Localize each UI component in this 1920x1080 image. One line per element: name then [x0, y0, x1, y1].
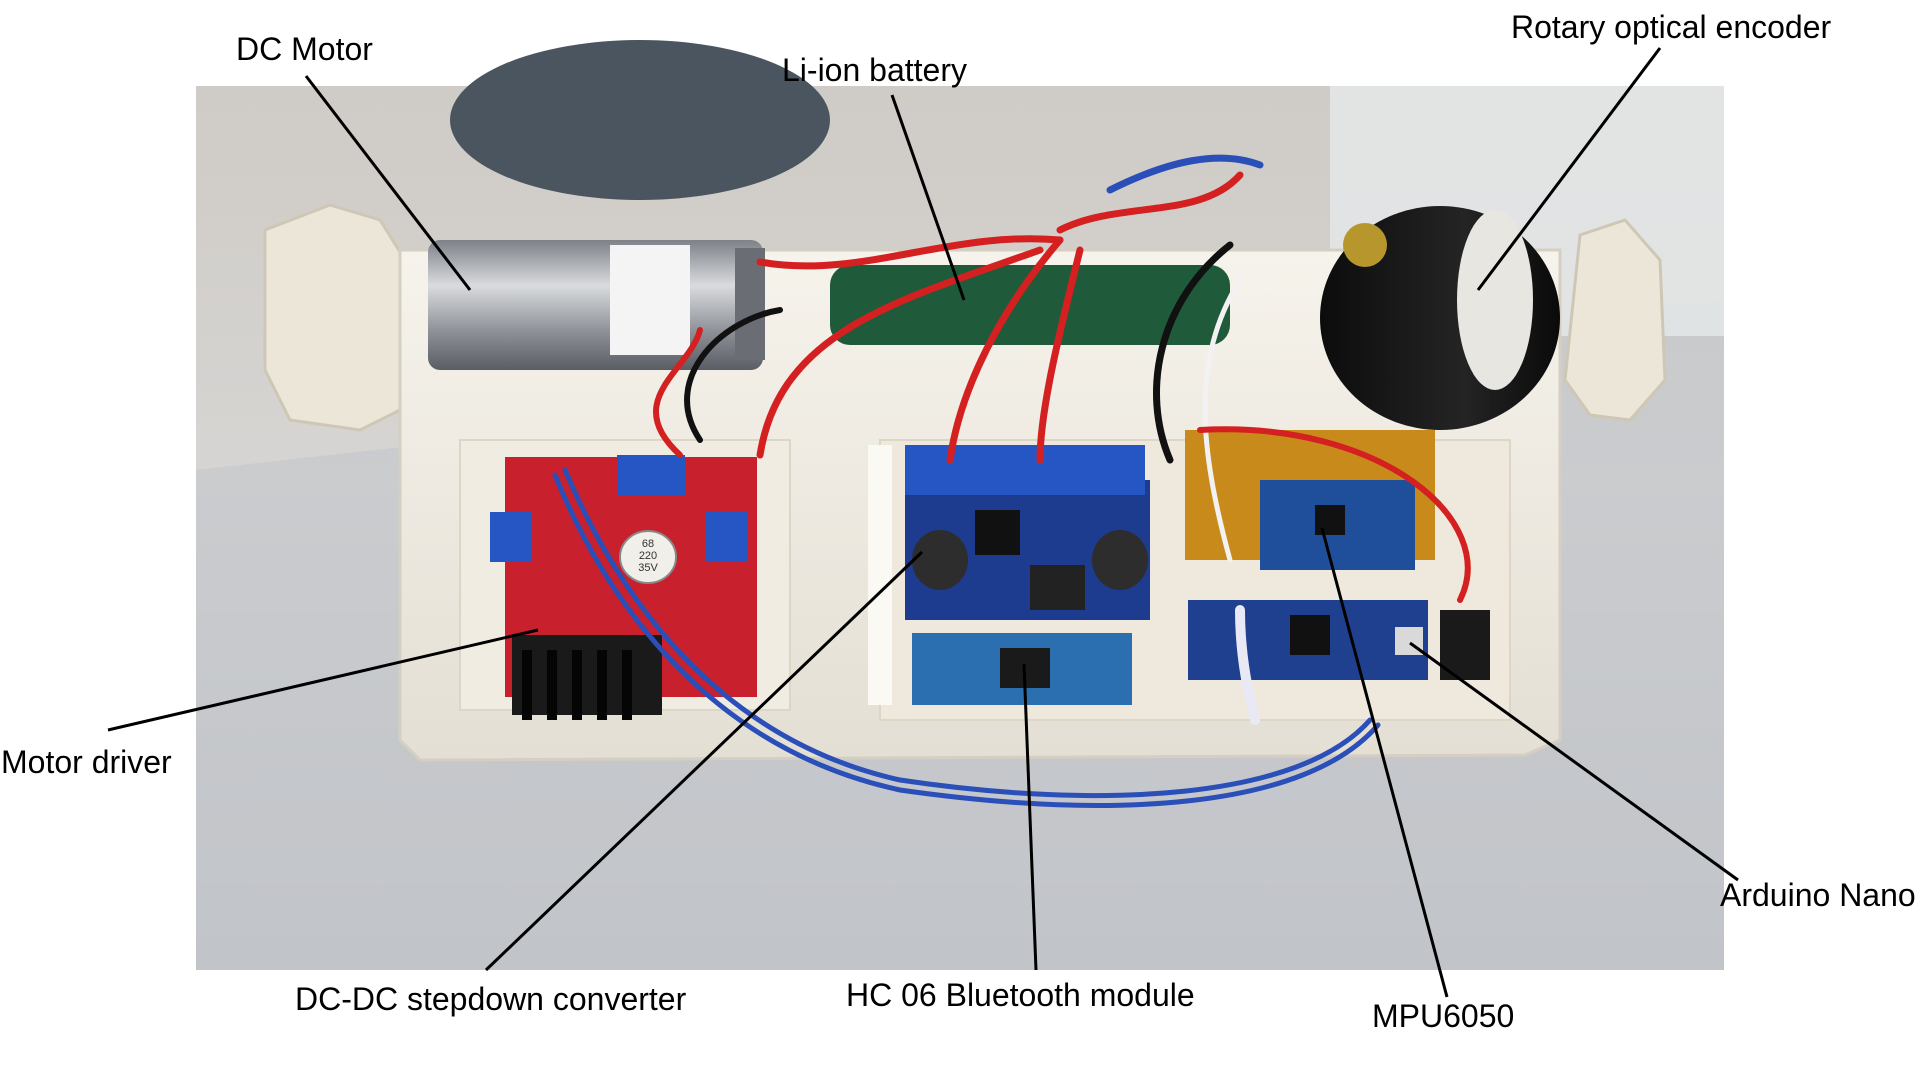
- terminal-block-top: [617, 455, 685, 495]
- leader-line-encoder: [1476, 47, 1662, 291]
- leader-line-mpu: [1320, 527, 1449, 998]
- dc-motor-body: [428, 240, 763, 370]
- encoder-face: [1457, 210, 1533, 390]
- label-dc-dc-stepdown-converter: DC-DC stepdown converter: [295, 981, 687, 1017]
- leader-line-battery: [890, 94, 966, 301]
- right-printed-mount: [1563, 218, 1667, 422]
- label-hc06-bluetooth-module: HC 06 Bluetooth module: [846, 977, 1195, 1013]
- power-switch: [1440, 610, 1490, 680]
- leader-line-bluetooth: [1022, 663, 1038, 971]
- enclosure-divider: [868, 445, 892, 705]
- terminal-block-left: [490, 512, 532, 562]
- stepdown-inductor: [1030, 565, 1085, 610]
- terminal-block-right: [705, 512, 747, 562]
- dc-motor-label: [610, 245, 690, 355]
- leader-line-stepdown: [484, 550, 924, 972]
- stepdown-capacitor-left: [912, 530, 968, 590]
- leader-line-motor-driver: [107, 628, 539, 732]
- dc-motor-cap: [735, 248, 765, 360]
- label-dc-motor: DC Motor: [236, 31, 373, 67]
- background-chair: [450, 40, 830, 200]
- leader-lines: [107, 47, 1739, 998]
- stepdown-capacitor-right: [1092, 530, 1148, 590]
- label-rotary-optical-encoder: Rotary optical encoder: [1511, 9, 1832, 45]
- li-ion-battery-pack: [830, 265, 1230, 345]
- label-li-ion-battery: Li-ion battery: [782, 52, 967, 88]
- leader-line-dc-motor: [304, 75, 472, 291]
- encoder-connector: [1343, 223, 1387, 267]
- left-printed-mount: [263, 203, 407, 432]
- capacitor-top: [619, 530, 677, 584]
- leader-line-nano: [1409, 641, 1739, 882]
- label-mpu6050: MPU6050: [1372, 998, 1515, 1034]
- mpu6050-chip: [1315, 505, 1345, 535]
- label-motor-driver: Motor driver: [1, 744, 172, 780]
- arduino-nano-chip: [1290, 615, 1330, 655]
- stepdown-regulator: [975, 510, 1020, 555]
- stepdown-terminals: [905, 445, 1145, 495]
- label-arduino-nano: Arduino Nano: [1720, 877, 1916, 913]
- heatsink: [512, 635, 662, 720]
- wiring: [552, 154, 1471, 808]
